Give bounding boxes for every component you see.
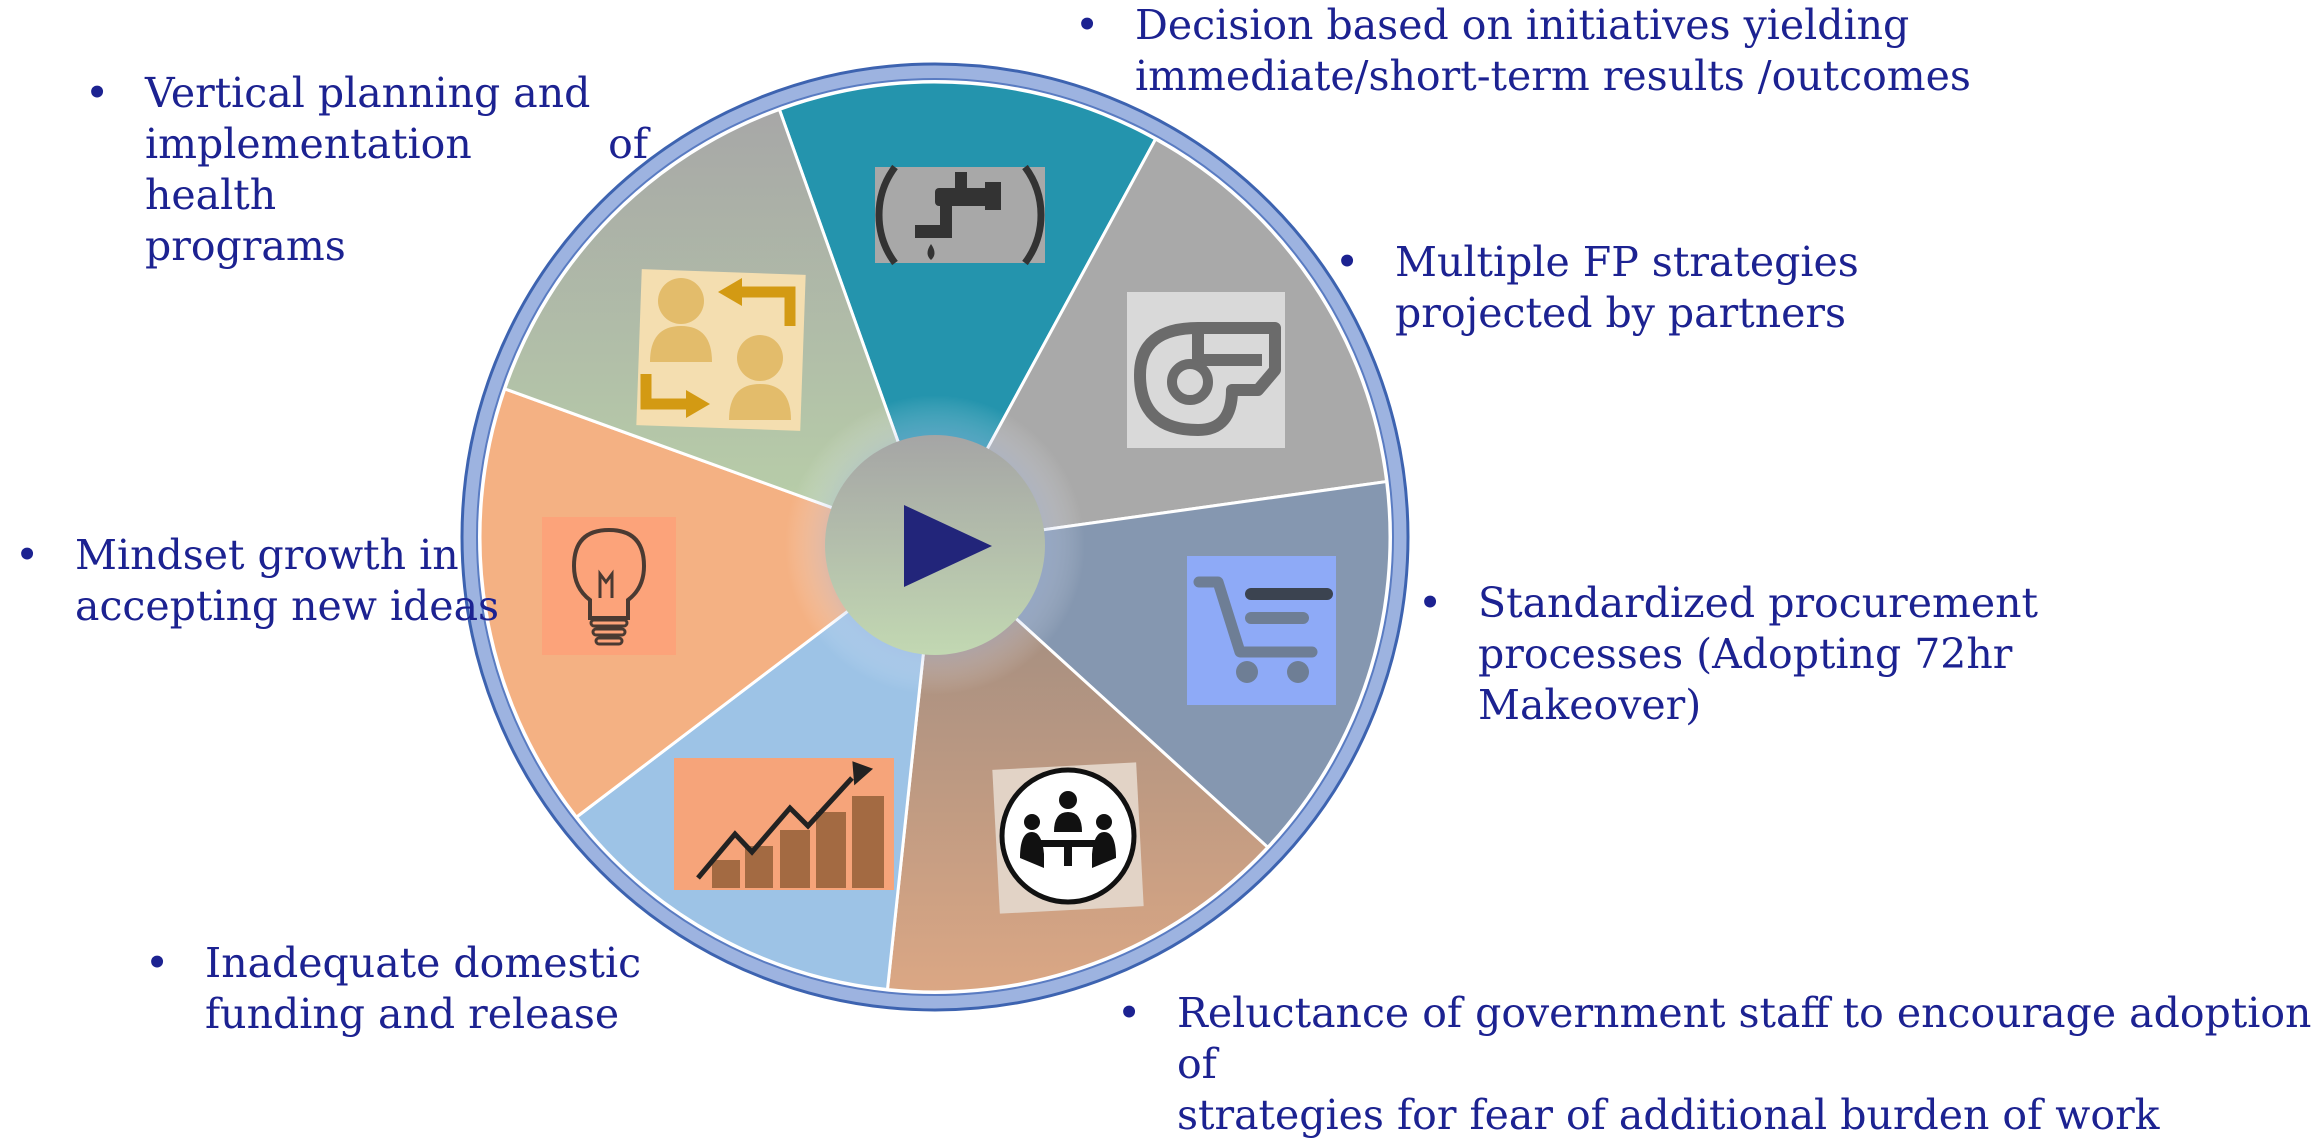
bullet-upper-left-text: Vertical planning and implementation of … bbox=[145, 69, 648, 270]
segment-left bbox=[478, 386, 939, 820]
shopping-cart-icon bbox=[1187, 556, 1336, 705]
bullet-upper-right: • Multiple FP strategies projected by pa… bbox=[1335, 237, 1859, 339]
bullet-bottom-left-text: Inadequate domestic funding and release bbox=[205, 939, 642, 1038]
water-tap-icon bbox=[875, 164, 1045, 266]
bullet-right: • Standardized procurement processes (Ad… bbox=[1418, 578, 2038, 731]
people-exchange-icon bbox=[636, 269, 806, 431]
bullet-dot: • bbox=[1117, 989, 1142, 1037]
bullet-bottom-right: • Reluctance of government staff to enco… bbox=[1117, 988, 2313, 1141]
bullet-dot: • bbox=[1335, 238, 1360, 286]
bullet-top: • Decision based on initiatives yielding… bbox=[1075, 0, 1971, 102]
bullet-left-text: Mindset growth in accepting new ideas bbox=[75, 531, 500, 630]
bullet-dot: • bbox=[1418, 579, 1443, 627]
bullet-right-text: Standardized procurement processes (Adop… bbox=[1478, 579, 2038, 729]
play-icon bbox=[904, 505, 992, 587]
bullet-top-text: Decision based on initiatives yielding i… bbox=[1135, 1, 1971, 100]
meeting-people-icon bbox=[992, 762, 1144, 914]
bullet-dot: • bbox=[15, 531, 40, 579]
bullet-dot: • bbox=[145, 939, 170, 987]
whistle-icon bbox=[1127, 292, 1285, 448]
bullet-bottom-left: • Inadequate domestic funding and releas… bbox=[145, 938, 641, 1040]
bullet-upper-right-text: Multiple FP strategies projected by part… bbox=[1395, 238, 1859, 337]
segment-top bbox=[777, 80, 1158, 549]
light-bulb-icon bbox=[542, 517, 676, 655]
bullet-dot: • bbox=[1075, 1, 1100, 49]
growth-coins-chart-icon bbox=[674, 758, 894, 890]
strategy-wheel-diagram bbox=[460, 62, 1410, 1012]
bullet-bottom-right-text: Reluctance of government staff to encour… bbox=[1177, 989, 2312, 1139]
bullet-left: • Mindset growth in accepting new ideas bbox=[15, 530, 499, 632]
bullet-upper-left: • Vertical planning and implementation o… bbox=[85, 68, 648, 272]
bullet-dot: • bbox=[85, 69, 110, 117]
